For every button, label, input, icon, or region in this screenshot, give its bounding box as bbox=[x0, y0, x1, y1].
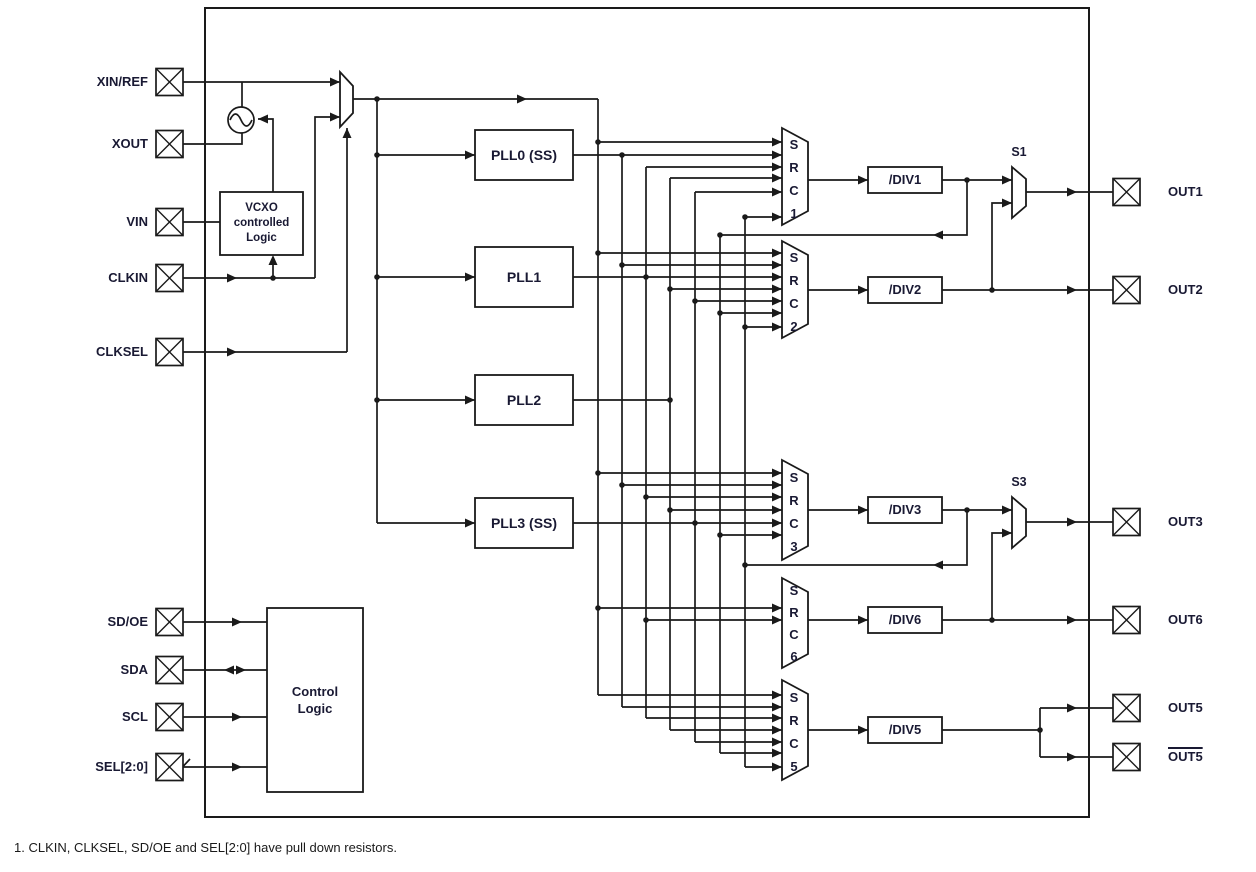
block-label-div5: /DIV5 bbox=[888, 722, 922, 737]
block-label-div2: /DIV2 bbox=[888, 282, 922, 297]
pin-xout bbox=[155, 129, 184, 159]
chip-boundary bbox=[204, 7, 1090, 818]
mux-label-src1: S R C 1 bbox=[789, 137, 799, 221]
crystal-oscillator-icon bbox=[227, 106, 255, 134]
pll2-block bbox=[474, 374, 574, 426]
pin-xin-ref bbox=[155, 67, 184, 97]
div6-block bbox=[867, 606, 943, 634]
pin-label-xout: XOUT bbox=[111, 136, 148, 151]
pin-label-sdoe: SD/OE bbox=[107, 614, 148, 629]
pin-vin bbox=[155, 207, 184, 237]
mux-label-src5: S R C 5 bbox=[789, 690, 799, 774]
mux-label-s3: S3 bbox=[1011, 475, 1027, 489]
pin-out1 bbox=[1112, 177, 1141, 207]
src6-mux bbox=[781, 576, 809, 670]
block-label-vcxo: VCXO controlled Logic bbox=[233, 202, 290, 244]
pin-label-vin: VIN bbox=[126, 214, 148, 229]
block-label-div3: /DIV3 bbox=[888, 502, 922, 517]
mux-label-src6: S R C 6 bbox=[789, 583, 799, 664]
block-label-pll0: PLL0 (SS) bbox=[490, 147, 558, 163]
pin-symbols bbox=[155, 67, 1141, 782]
pll1-block bbox=[474, 246, 574, 308]
pin-clkin bbox=[155, 263, 184, 293]
div2-block bbox=[867, 276, 943, 304]
pll0-block bbox=[474, 129, 574, 181]
pin-label-out2: OUT2 bbox=[1168, 282, 1203, 297]
signal-wires bbox=[175, 81, 1113, 775]
pin-scl bbox=[155, 702, 184, 732]
mux-label-s1: S1 bbox=[1011, 145, 1027, 159]
pin-label-out5-inverted: OUT5 bbox=[1168, 748, 1256, 766]
block-outlines bbox=[219, 129, 943, 793]
pin-label-clksel: CLKSEL bbox=[96, 344, 148, 359]
pin-sel bbox=[155, 752, 184, 782]
pin-label-sda: SDA bbox=[120, 662, 148, 677]
block-label-pll2: PLL2 bbox=[506, 392, 542, 408]
pin-label-sel: SEL[2:0] bbox=[95, 759, 148, 774]
block-label-div1: /DIV1 bbox=[888, 172, 922, 187]
pin-out3 bbox=[1112, 507, 1141, 537]
src1-mux bbox=[781, 126, 809, 227]
mux-label-src2: S R C 2 bbox=[789, 250, 799, 334]
pin-label-out5: OUT5 bbox=[1168, 700, 1203, 715]
src5-mux bbox=[781, 678, 809, 782]
pll3-block bbox=[474, 497, 574, 549]
pin-out6 bbox=[1112, 605, 1141, 635]
mux-shapes bbox=[339, 69, 1027, 782]
pin-clksel bbox=[155, 337, 184, 367]
pin-sda bbox=[155, 655, 184, 685]
junction-dots bbox=[270, 96, 1043, 733]
pin-label-scl: SCL bbox=[122, 709, 148, 724]
overline-text: OUT5 bbox=[1168, 749, 1203, 764]
footnote: 1. CLKIN, CLKSEL, SD/OE and SEL[2:0] hav… bbox=[14, 840, 397, 855]
div5-block bbox=[867, 716, 943, 744]
pin-label-clkin: CLKIN bbox=[108, 270, 148, 285]
pin-label-out1: OUT1 bbox=[1168, 184, 1203, 199]
block-label-pll1: PLL1 bbox=[506, 269, 542, 285]
pin-out5 bbox=[1112, 693, 1141, 723]
div3-block bbox=[867, 496, 943, 524]
pin-label-xin-ref: XIN/REF bbox=[96, 74, 148, 89]
pin-label-out3: OUT3 bbox=[1168, 514, 1203, 529]
src3-mux bbox=[781, 458, 809, 562]
vcxo-block bbox=[219, 191, 304, 256]
mux-label-src3: S R C 3 bbox=[789, 470, 799, 554]
s1-mux bbox=[1011, 165, 1027, 220]
ref-mux bbox=[339, 69, 354, 130]
block-label-div6: /DIV6 bbox=[888, 612, 922, 627]
s3-mux bbox=[1011, 495, 1027, 550]
pin-label-out6: OUT6 bbox=[1168, 612, 1203, 627]
pin-out2 bbox=[1112, 275, 1141, 305]
pin-sdoe bbox=[155, 607, 184, 637]
src2-mux bbox=[781, 239, 809, 340]
block-label-pll3: PLL3 (SS) bbox=[490, 515, 558, 531]
pin-out5b bbox=[1112, 742, 1141, 772]
control-logic-block bbox=[266, 607, 364, 793]
block-label-control-logic: Control Logic bbox=[291, 684, 339, 716]
div1-block bbox=[867, 166, 943, 194]
